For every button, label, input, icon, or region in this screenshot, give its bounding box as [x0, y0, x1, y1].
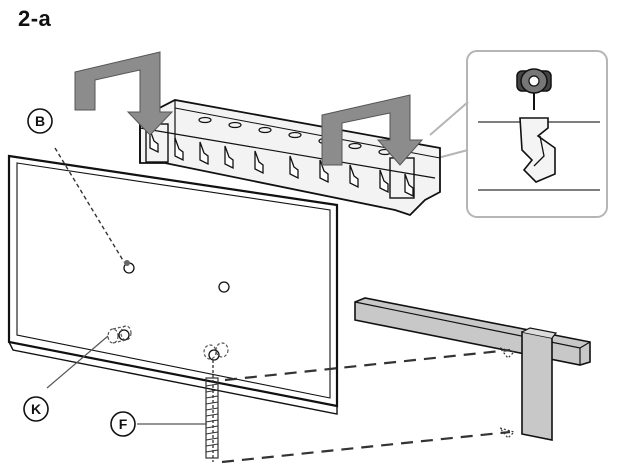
callout-k: K	[23, 396, 49, 422]
screw-f-icon	[205, 360, 219, 462]
callout-f-label: F	[119, 416, 128, 432]
tv-panel	[7, 154, 339, 415]
step-label: 2-a	[18, 6, 52, 31]
hook-detail-icon	[519, 117, 556, 183]
screw-b-path	[54, 147, 125, 263]
down-arrow-icon	[74, 51, 174, 136]
hook-detail-inset	[429, 50, 608, 218]
callout-b: B	[27, 108, 53, 134]
spacer-f-icon	[203, 342, 229, 360]
screw-head-icon	[516, 68, 552, 110]
callout-f: F	[110, 411, 136, 437]
wall-mount-bracket	[139, 99, 441, 217]
callout-b-label: B	[35, 113, 45, 129]
table-stand	[354, 297, 591, 441]
callout-k-label: K	[31, 401, 41, 417]
spacer-k-icon	[107, 325, 132, 344]
down-arrow-icon	[321, 94, 424, 166]
callout-k-leader	[46, 335, 109, 389]
alignment-lines	[221, 348, 511, 464]
